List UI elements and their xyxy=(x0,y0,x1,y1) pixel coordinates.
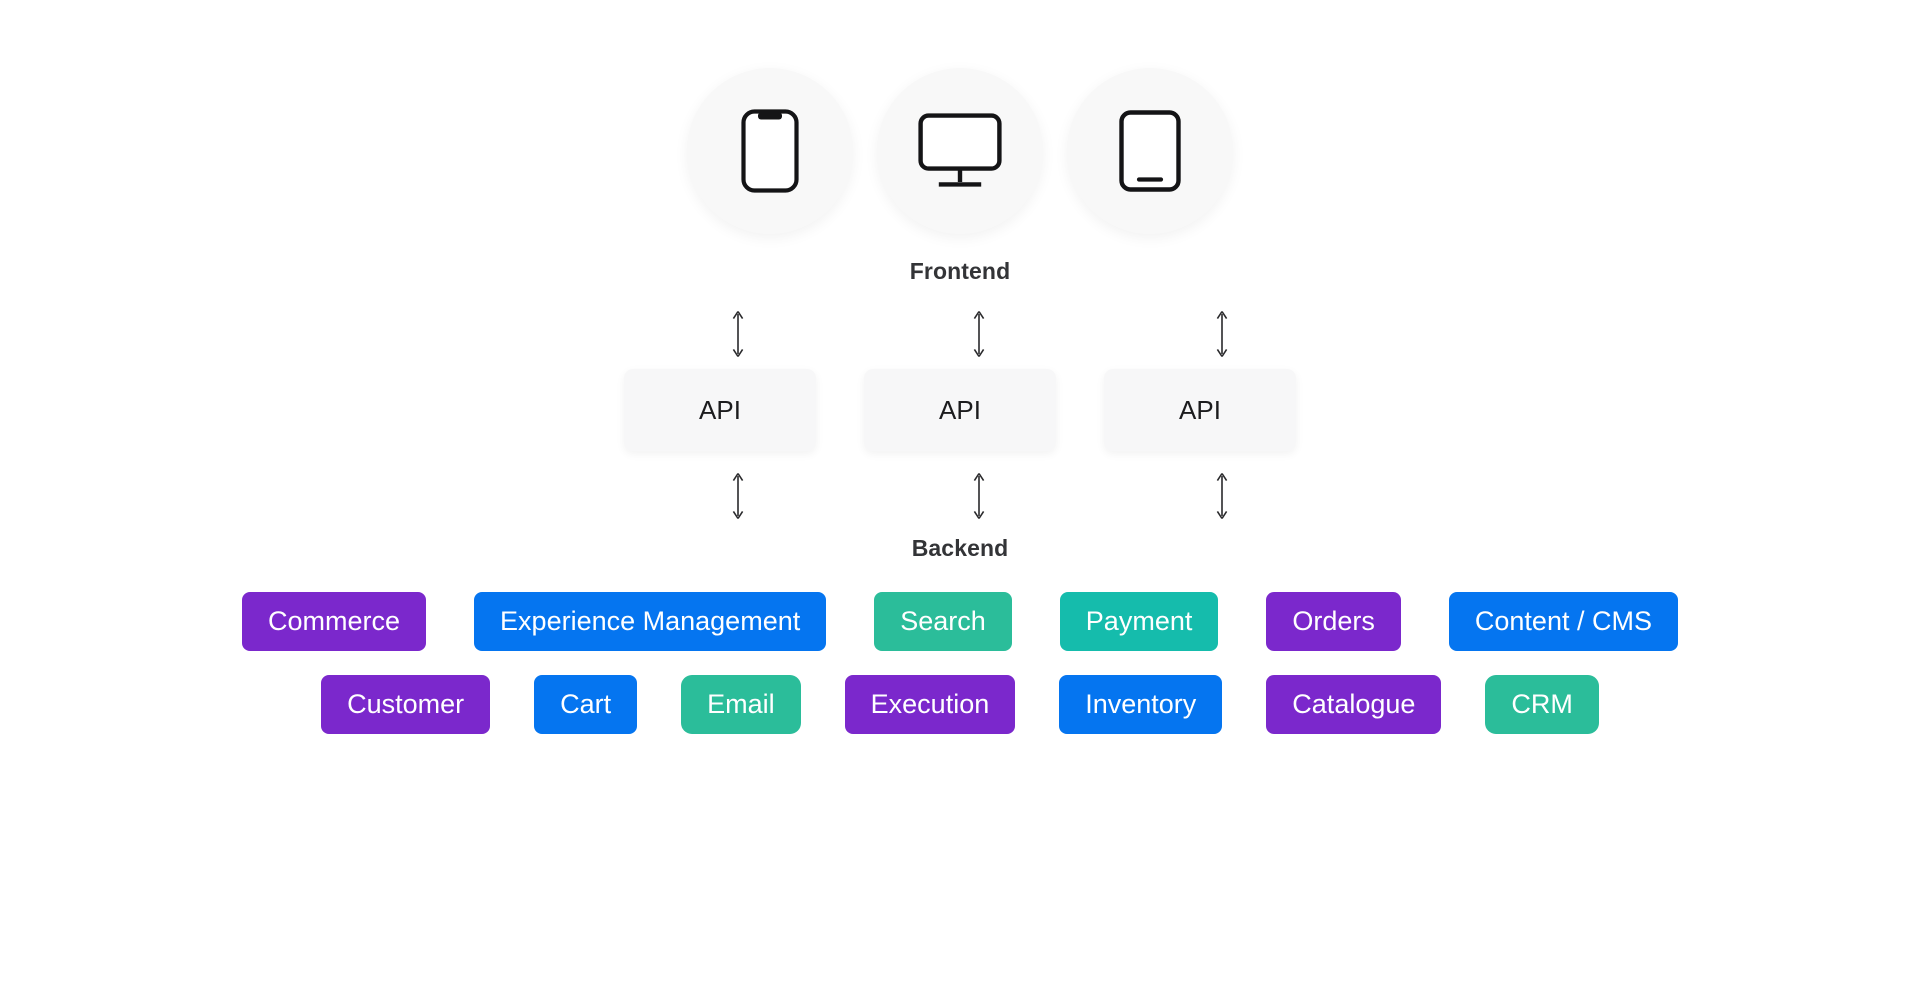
service-tag-catalogue[interactable]: Catalogue xyxy=(1266,675,1442,734)
frontend-device-row xyxy=(687,68,1233,234)
service-tag-experience-management[interactable]: Experience Management xyxy=(474,592,827,651)
device-circle-mobile xyxy=(687,68,853,234)
tablet-icon xyxy=(1119,110,1181,192)
service-tag-orders[interactable]: Orders xyxy=(1266,592,1401,651)
double-arrow-vertical-icon xyxy=(727,471,749,521)
backend-section-title: Backend xyxy=(911,535,1009,561)
api-box[interactable]: API xyxy=(864,369,1056,451)
service-tag-crm[interactable]: CRM xyxy=(1485,675,1599,734)
double-arrow-vertical-icon xyxy=(727,309,749,359)
connector-row-top xyxy=(0,309,1920,361)
api-box[interactable]: API xyxy=(1104,369,1296,451)
service-tag-search[interactable]: Search xyxy=(874,592,1012,651)
service-tag-email[interactable]: Email xyxy=(681,675,801,734)
service-tag-commerce[interactable]: Commerce xyxy=(242,592,427,651)
double-arrow-vertical-icon xyxy=(968,471,990,521)
service-tag-content-cms[interactable]: Content / CMS xyxy=(1448,592,1678,651)
api-box[interactable]: API xyxy=(624,369,816,451)
backend-service-tags: Commerce Experience Management Search Pa… xyxy=(0,592,1920,734)
device-circle-tablet xyxy=(1067,68,1233,234)
mobile-phone-icon xyxy=(741,109,799,193)
service-tag-cart[interactable]: Cart xyxy=(534,675,638,734)
desktop-monitor-icon xyxy=(918,113,1002,189)
backend-tag-row-2: Customer Cart Email Execution Inventory … xyxy=(321,675,1599,734)
double-arrow-vertical-icon xyxy=(968,309,990,359)
frontend-section-title: Frontend xyxy=(909,258,1011,284)
service-tag-execution[interactable]: Execution xyxy=(844,675,1016,734)
service-tag-inventory[interactable]: Inventory xyxy=(1059,675,1223,734)
connector-row-bottom xyxy=(0,471,1920,523)
backend-tag-row-1: Commerce Experience Management Search Pa… xyxy=(242,592,1678,651)
double-arrow-vertical-icon xyxy=(1211,309,1233,359)
service-tag-customer[interactable]: Customer xyxy=(321,675,491,734)
double-arrow-vertical-icon xyxy=(1211,471,1233,521)
service-tag-payment[interactable]: Payment xyxy=(1059,592,1219,651)
device-circle-desktop xyxy=(877,68,1043,234)
api-layer-row: API API API xyxy=(624,369,1296,451)
